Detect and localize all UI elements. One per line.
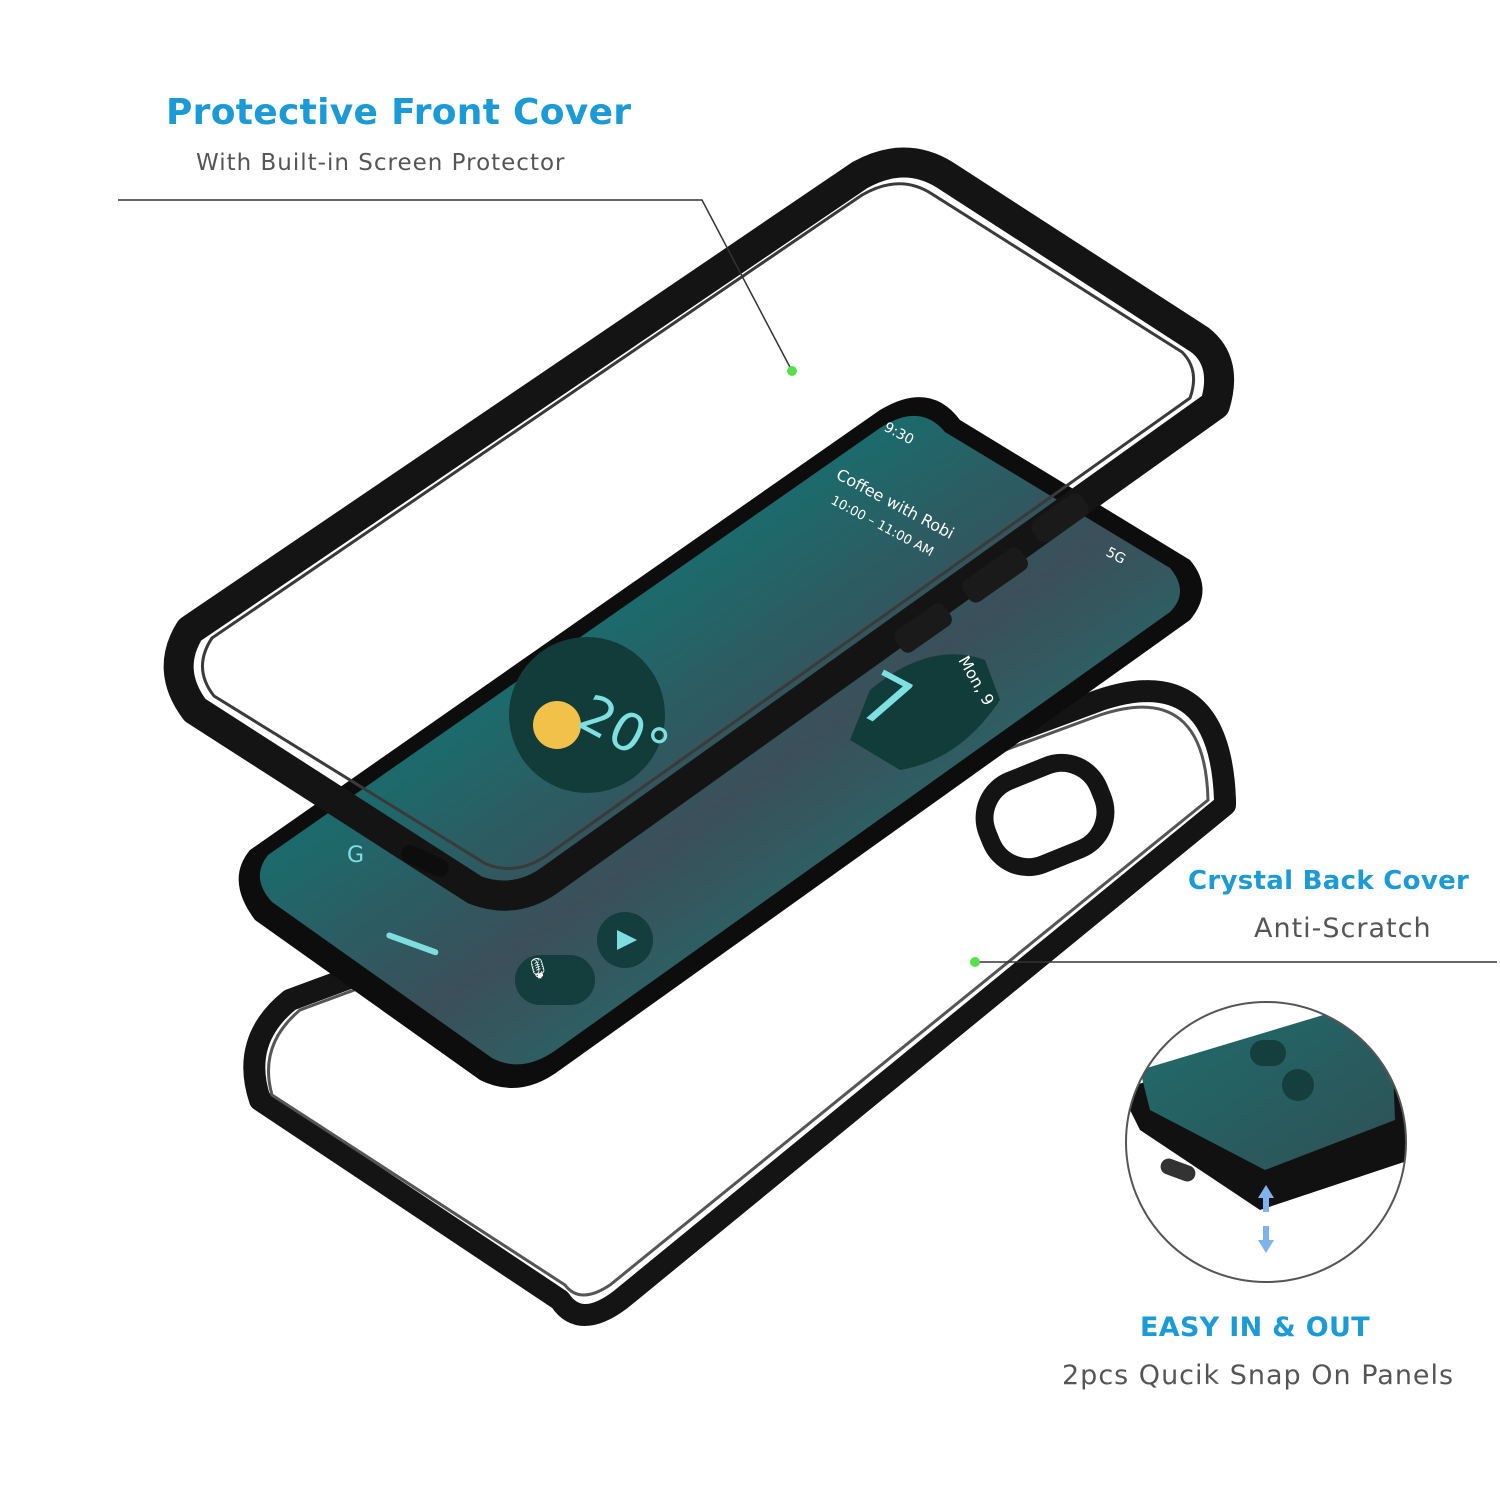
front-cover-subtitle: With Built-in Screen Protector xyxy=(196,150,566,176)
weather-widget xyxy=(509,637,665,793)
back-cover-title: Crystal Back Cover xyxy=(1188,866,1470,896)
date-widget xyxy=(850,654,1000,770)
leader-lines xyxy=(118,199,1497,967)
power-button-cover xyxy=(1031,493,1089,543)
back-cover-dot xyxy=(970,957,980,967)
zoom-lens-icon xyxy=(1282,1069,1314,1101)
volume-up-cover xyxy=(962,547,1028,603)
back-cover-subtitle: Anti-Scratch xyxy=(1254,913,1432,944)
easy-title: EASY IN & OUT xyxy=(1140,1312,1370,1343)
arrow-down-icon xyxy=(1258,1226,1274,1253)
zoom-mic-icon xyxy=(1250,1040,1286,1066)
zoom-detail xyxy=(1125,1001,1407,1283)
front-cover-leader xyxy=(118,199,793,372)
easy-subtitle: 2pcs Qucik Snap On Panels xyxy=(1062,1360,1455,1391)
zoom-port xyxy=(1160,1158,1196,1182)
sun-icon xyxy=(533,701,581,749)
front-cover-dot xyxy=(787,366,797,376)
mic-icon: 🎙 xyxy=(525,956,550,980)
front-cover-title: Protective Front Cover xyxy=(166,92,632,133)
charging-port xyxy=(401,844,449,878)
search-bar xyxy=(515,955,595,1005)
volume-down-cover xyxy=(894,603,952,653)
home-indicator xyxy=(386,932,439,956)
back-cover-frame xyxy=(243,680,1236,1326)
front-cover-frame xyxy=(163,147,1235,911)
google-g-icon: G xyxy=(347,843,364,868)
arrow-up-icon xyxy=(1258,1185,1274,1212)
